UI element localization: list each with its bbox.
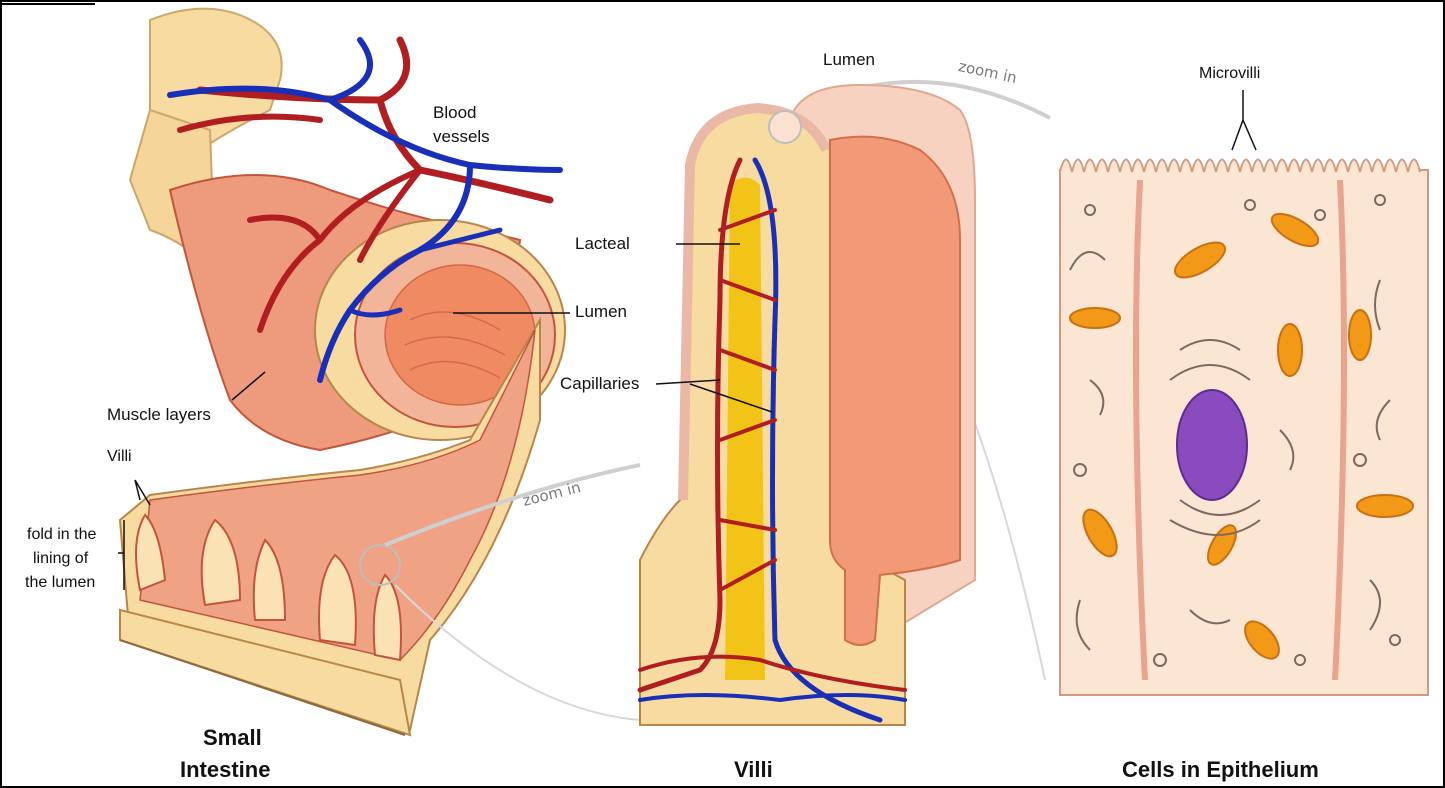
label-fold-1: fold in the — [27, 525, 96, 544]
label-fold-3: the lumen — [25, 573, 95, 592]
title-cells-in-epithelium: Cells in Epithelium — [1122, 757, 1319, 783]
label-lumen-top: Lumen — [823, 50, 875, 70]
label-muscle-layers: Muscle layers — [107, 405, 211, 425]
title-villi: Villi — [734, 757, 773, 783]
label-villi: Villi — [107, 447, 132, 466]
villus-illustration — [640, 85, 975, 725]
label-vessels: vessels — [433, 127, 490, 147]
label-blood: Blood — [433, 103, 476, 123]
title-small: Small — [203, 725, 262, 751]
label-lumen-small: Lumen — [575, 302, 627, 322]
epithelial-cells-illustration — [1060, 90, 1428, 695]
label-lacteal: Lacteal — [575, 234, 630, 254]
label-microvilli: Microvilli — [1199, 64, 1260, 83]
title-intestine: Intestine — [180, 757, 270, 783]
label-capillaries: Capillaries — [560, 374, 639, 394]
label-fold-2: lining of — [33, 549, 88, 568]
small-intestine-illustration — [120, 9, 565, 735]
